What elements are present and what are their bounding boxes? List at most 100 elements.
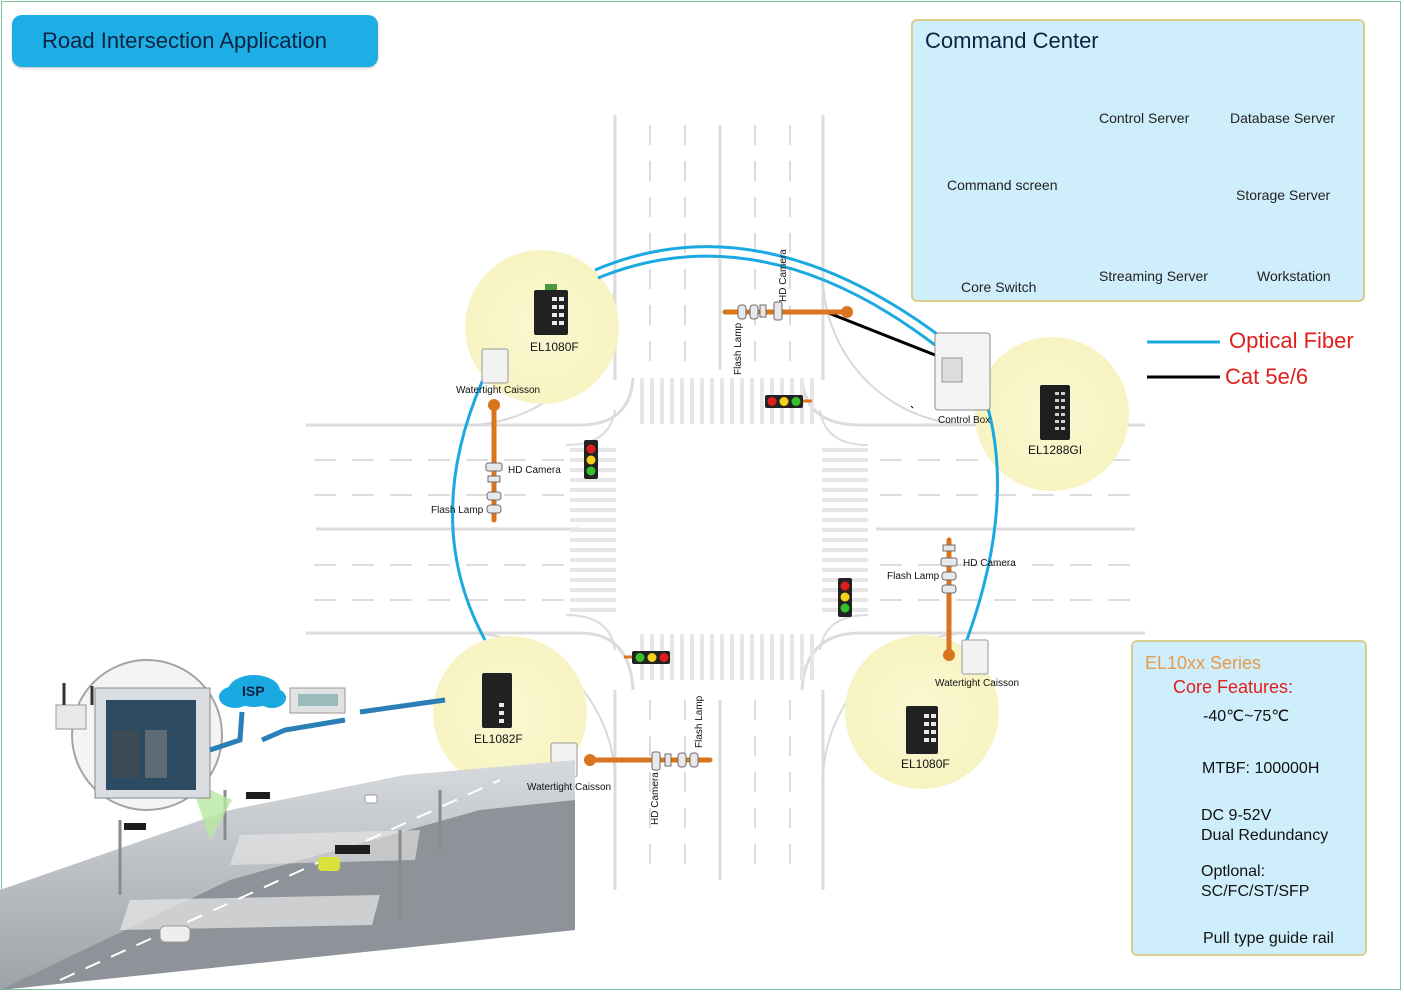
sw-device-label: EL1082F: [474, 732, 523, 746]
command-screen-label: Command screen: [947, 177, 1058, 193]
crosswalk-stripe: [670, 378, 674, 424]
crosswalk-stripe: [760, 634, 764, 680]
nw-lamp-label: Flash Lamp: [431, 505, 484, 516]
se-device-label: EL1080F: [901, 757, 950, 771]
crosswalk-stripe: [700, 378, 704, 424]
switch-icon: [482, 673, 512, 728]
streaming-server-label: Streaming Server: [1099, 268, 1208, 284]
sw-camera-label: HD Camera: [650, 772, 661, 825]
switch-icon: [1040, 385, 1070, 440]
crosswalk-stripe: [822, 508, 868, 512]
crosswalk-stripe: [730, 634, 734, 680]
crosswalk-stripe: [822, 448, 868, 452]
feature-temperature: -40℃~75℃: [1203, 708, 1290, 725]
hd-camera-icon: [759, 301, 783, 321]
crosswalk-stripe: [740, 378, 744, 424]
network-pipes: [209, 697, 446, 753]
nw-device-label: EL1080F: [530, 340, 579, 354]
feature-redundancy: Dual Redundancy: [1201, 827, 1329, 844]
page-title: Road Intersection Application: [42, 28, 327, 53]
control-server-label: Control Server: [1099, 110, 1190, 126]
crosswalk-stripe: [570, 588, 616, 592]
crosswalk-stripe: [570, 528, 616, 532]
ne-box-label: Control Box: [938, 415, 990, 426]
ne-camera-label: HD Camera: [778, 249, 789, 302]
crosswalk-stripe: [822, 558, 868, 562]
feature-connectors: SC/FC/ST/SFP: [1201, 883, 1310, 900]
feature-dc-voltage: DC 9-52V: [1201, 807, 1272, 824]
crosswalk-stripe: [570, 558, 616, 562]
title-banner: Road Intersection Application: [12, 15, 378, 67]
traffic-light-left: [584, 440, 598, 479]
flash-lamp-icon: [486, 491, 502, 514]
nw-camera-label: HD Camera: [508, 465, 561, 476]
fiber-ring: [451, 245, 999, 646]
crosswalk-stripe: [570, 478, 616, 482]
crosswalk-stripe: [750, 378, 754, 424]
sw-lamp-label: Flash Lamp: [694, 695, 705, 748]
flash-lamp-icon: [941, 571, 957, 594]
traffic-light-right: [838, 578, 852, 617]
feature-optional: Optlonal:: [1201, 863, 1266, 880]
crosswalk-stripe: [822, 458, 868, 462]
hd-camera-icon: [485, 462, 503, 483]
feature-mtbf: MTBF: 100000H: [1202, 760, 1320, 777]
legend-fiber-label: Optical Fiber: [1229, 328, 1354, 353]
database-server-label: Database Server: [1230, 110, 1336, 126]
crosswalk-stripe: [822, 488, 868, 492]
nw-caisson-label: Watertight Caisson: [456, 385, 540, 396]
legend-cat-label: Cat 5e/6: [1225, 364, 1309, 389]
crosswalk-stripe: [640, 378, 644, 424]
series-label: EL10xx Series: [1145, 653, 1262, 673]
crosswalk-stripe: [822, 528, 868, 532]
switch-icon: [906, 706, 938, 754]
crosswalk-stripe: [690, 378, 694, 424]
crosswalk-stripe: [822, 518, 868, 522]
features-heading: Core Features:: [1173, 677, 1294, 697]
crosswalk-stripe: [822, 548, 868, 552]
pole-fixtures: [485, 301, 958, 771]
traffic-light-top: [765, 395, 812, 408]
se-camera-label: HD Camera: [963, 558, 1016, 569]
crosswalk-stripe: [790, 634, 794, 680]
hd-camera-icon: [651, 751, 672, 771]
workstation-label: Workstation: [1257, 268, 1331, 284]
crosswalk-stripe: [750, 634, 754, 680]
crosswalk-stripe: [822, 568, 868, 572]
crosswalk-stripe: [570, 598, 616, 602]
storage-server-label: Storage Server: [1236, 187, 1331, 203]
crosswalk-stripe: [710, 634, 714, 680]
crosswalk-stripe: [730, 378, 734, 424]
cabinet-zoom: [55, 659, 232, 840]
crosswalk-stripe: [822, 538, 868, 542]
crosswalk-stripe: [780, 634, 784, 680]
flash-lamp-icon: [677, 752, 699, 768]
se-caisson-label: Watertight Caisson: [935, 678, 1019, 689]
flash-lamp-icon: [737, 304, 759, 320]
ne-device-label: EL1288GI: [1028, 443, 1082, 457]
command-center-panel: [911, 19, 1365, 302]
crosswalk-stripe: [770, 634, 774, 680]
crosswalk-stripe: [570, 568, 616, 572]
crosswalk-stripe: [570, 488, 616, 492]
ne-lamp-label: Flash Lamp: [733, 322, 744, 375]
crosswalk-stripe: [570, 518, 616, 522]
crosswalk-stripe: [570, 508, 616, 512]
crosswalk-stripe: [760, 378, 764, 424]
crosswalk-stripe: [570, 548, 616, 552]
crosswalk-stripe: [680, 634, 684, 680]
command-center-title: Command Center: [925, 28, 1099, 53]
crosswalk-stripe: [570, 498, 616, 502]
crosswalk-stripe: [680, 378, 684, 424]
street-scene: [0, 760, 575, 990]
crosswalk-stripe: [710, 378, 714, 424]
crosswalk-stripe: [800, 634, 804, 680]
traffic-light-bottom: [624, 651, 670, 664]
crosswalk-stripe: [720, 378, 724, 424]
crosswalk-stripe: [822, 498, 868, 502]
control-box-icon: [910, 332, 991, 411]
switch-icon: [534, 284, 568, 335]
crosswalk-stripe: [570, 578, 616, 582]
crosswalk-stripe: [720, 634, 724, 680]
